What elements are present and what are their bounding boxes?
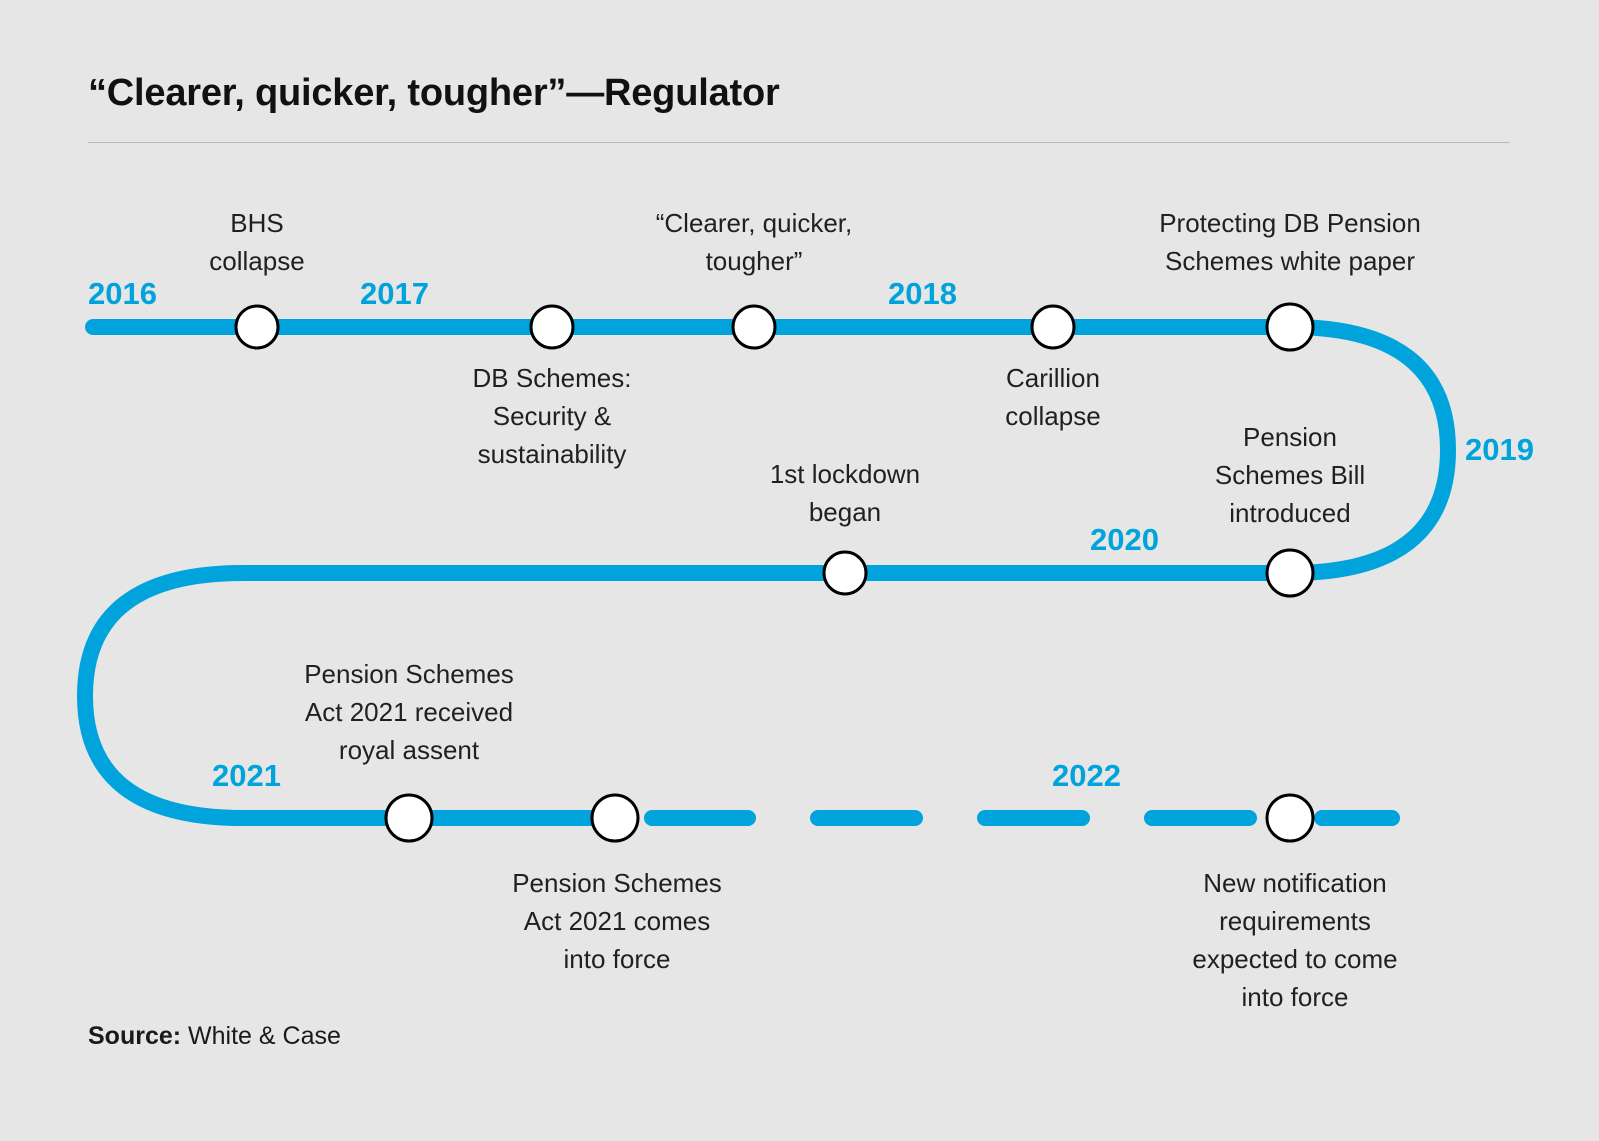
title-divider [88,142,1510,143]
source-attribution: Source: White & Case [88,1022,341,1051]
event-label-protecting-db-pension-schemes-white-paper: Protecting DB Pension Schemes white pape… [1159,208,1421,276]
event-label-db-schemes-security-sustainability: DB Schemes: Security & sustainability [472,363,632,469]
year-label-2017: 2017 [360,276,429,311]
timeline-path-row1 [85,319,1457,581]
timeline-node[interactable] [384,793,434,843]
event-label-pension-schemes-act-2021-into-force: Pension Schemes Act 2021 comes into forc… [512,868,722,974]
event-label-pension-schemes-bill-introduced: Pension Schemes Bill introduced [1214,422,1366,528]
timeline-node[interactable] [1265,793,1315,843]
timeline-nodes [234,302,1315,843]
timeline-node[interactable] [234,304,280,350]
page-title: “Clearer, quicker, tougher”—Regulator [88,72,780,114]
year-label-2018: 2018 [888,276,957,311]
timeline-node[interactable] [1265,302,1315,352]
timeline-node[interactable] [590,793,640,843]
timeline-node[interactable] [731,304,777,350]
timeline-track [76,319,1457,826]
timeline-node[interactable] [529,304,575,350]
timeline-node[interactable] [1030,304,1076,350]
event-label-bhs-collapse: BHS collapse [209,208,305,276]
event-label-new-notification-requirements: New notification requirements expected t… [1192,868,1398,1012]
year-label-2019: 2019 [1465,432,1534,467]
source-value: White & Case [188,1022,341,1050]
event-label-clearer-quicker-tougher: “Clearer, quicker, tougher” [655,208,853,276]
event-label-pension-schemes-act-2021-royal-assent: Pension Schemes Act 2021 received royal … [304,659,514,765]
year-label-2020: 2020 [1090,522,1159,557]
event-label-1st-lockdown-began: 1st lockdown began [769,459,921,527]
event-label-carillion-collapse: Carillion collapse [1005,363,1101,431]
year-label-2021: 2021 [212,758,281,793]
timeline-node[interactable] [822,550,868,596]
year-label-2016: 2016 [88,276,157,311]
timeline-path-row2 [76,565,1308,826]
timeline-node[interactable] [1265,548,1315,598]
source-label: Source: [88,1022,182,1050]
year-label-2022: 2022 [1052,758,1121,793]
